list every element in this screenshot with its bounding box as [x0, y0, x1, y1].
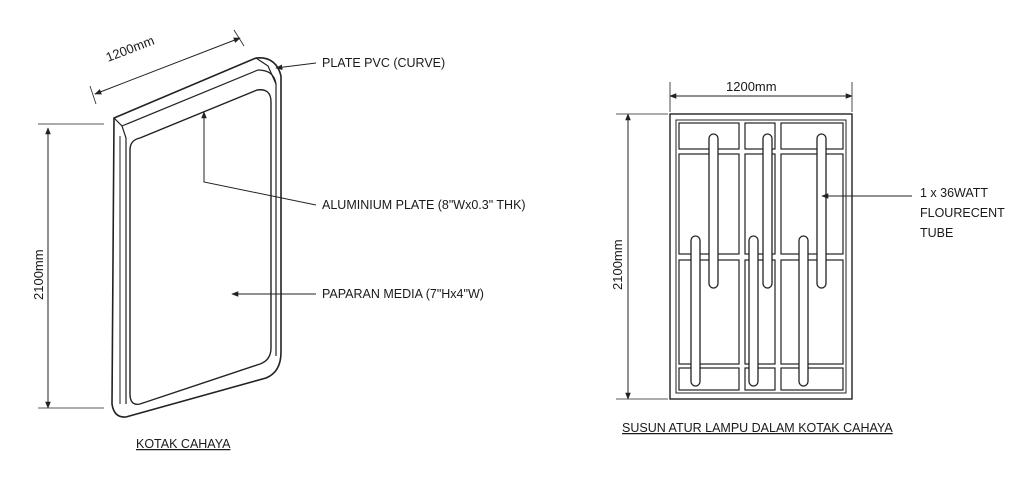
frame-outer — [669, 113, 853, 400]
tube-label-line-2: FLOURECENT — [920, 206, 1005, 220]
fluorescent-tubes — [690, 133, 827, 387]
right-view-caption: SUSUN ATUR LAMPU DALAM KOTAK CAHAYA — [622, 421, 893, 435]
tube — [798, 235, 809, 387]
width-dimension-label: 1200mm — [104, 33, 157, 65]
plate-pvc-label: PLATE PVC (CURVE) — [322, 56, 445, 70]
height-dimension-label-right: 2100mm — [610, 239, 625, 290]
tube — [762, 133, 773, 289]
height-dimension-label: 2100mm — [31, 249, 46, 300]
light-box-view: 1200mm 2100mm PLATE PVC (CURVE) ALUMINIU… — [31, 29, 526, 451]
aluminium-plate-leader — [201, 111, 317, 206]
left-view-caption: KOTAK CAHAYA — [136, 437, 231, 451]
lamp-layout-view: 1200mm 2100mm 1 x 36WATT FLOURECENT TUBE… — [610, 79, 1005, 435]
paparan-media-label: PAPARAN MEDIA (7"Hx4"W) — [322, 287, 484, 301]
tube-label-line-3: TUBE — [920, 226, 953, 240]
width-dimension-label-right: 1200mm — [726, 79, 777, 94]
width-dimension-line — [94, 37, 241, 95]
tube — [816, 133, 827, 289]
aluminium-plate-label: ALUMINIUM PLATE (8"Wx0.3" THK) — [322, 198, 526, 212]
tube-label-line-1: 1 x 36WATT — [920, 186, 988, 200]
tube — [690, 235, 701, 387]
display-panel — [129, 89, 272, 405]
light-box-outline — [111, 57, 282, 418]
plate-pvc-leader — [275, 62, 317, 70]
pvc-curve-band — [121, 69, 277, 127]
tube — [748, 235, 759, 387]
tube — [708, 133, 719, 289]
